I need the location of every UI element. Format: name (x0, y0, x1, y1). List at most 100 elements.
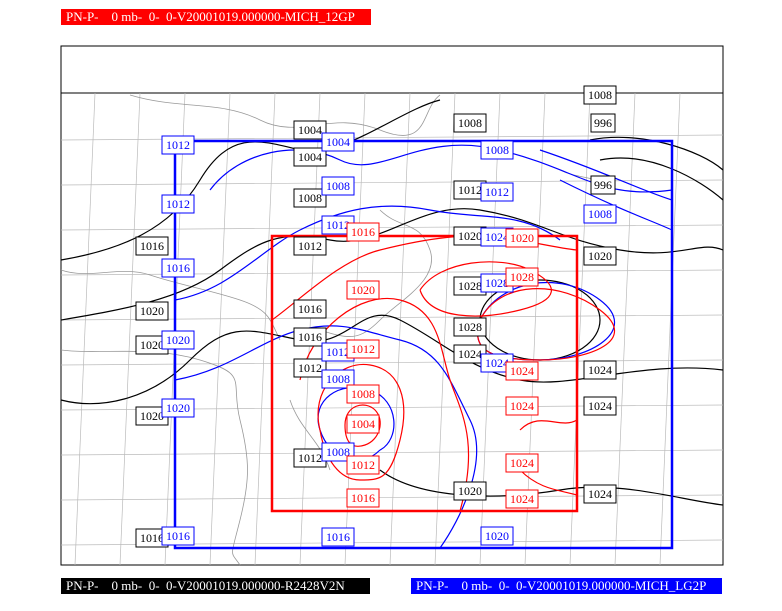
black-isobar-label: 1020 (453, 481, 487, 501)
label-box (293, 188, 327, 208)
red-isobar-label: 1012 (346, 339, 380, 359)
red-isobar-label: 1024 (505, 453, 539, 473)
blue-isobar-label: 1016 (321, 527, 355, 547)
black-isobar-label: 1024 (583, 396, 617, 416)
label-text: 1004 (298, 150, 322, 164)
label-box (505, 489, 539, 509)
blue-isobar-label: 1008 (321, 442, 355, 462)
label-box (505, 267, 539, 287)
label-box (293, 236, 327, 256)
label-text: 1012 (351, 458, 375, 472)
label-box (583, 204, 617, 224)
black-isobar-label: 1020 (453, 226, 487, 246)
label-text: 1016 (298, 330, 322, 344)
label-text: 1024 (510, 399, 534, 413)
label-text: 996 (594, 116, 612, 130)
label-text: 1008 (326, 372, 350, 386)
label-box (590, 113, 616, 133)
bottom-right-model-title: PN-P- 0 mb- 0- 0-V20001019.000000-MICH_L… (411, 578, 722, 594)
label-text: 1016 (166, 529, 190, 543)
black-isobar-label: 1020 (135, 406, 169, 426)
label-text: 1012 (298, 239, 322, 253)
black-isobar-label: 1024 (583, 484, 617, 504)
label-text: 1028 (458, 279, 482, 293)
label-text: 1012 (298, 451, 322, 465)
label-box (293, 299, 327, 319)
label-box (453, 481, 487, 501)
label-text: 1020 (458, 229, 482, 243)
grid-line (119, 92, 141, 566)
grid-line (434, 92, 456, 566)
label-box (453, 113, 487, 133)
label-box (346, 339, 380, 359)
black-isobar-label: 996 (590, 175, 616, 195)
label-text: 1012 (166, 197, 190, 211)
label-text: 1024 (588, 487, 612, 501)
red-isobar-label: 1028 (505, 267, 539, 287)
blue-isobar-label: 1024 (480, 353, 514, 373)
label-box (583, 246, 617, 266)
label-box (321, 527, 355, 547)
label-text: 1020 (166, 401, 190, 415)
label-text: 1004 (298, 123, 322, 137)
grid-line (60, 449, 724, 456)
black-isobar-label: 1016 (135, 236, 169, 256)
label-text: 1016 (298, 302, 322, 316)
blue-isobar-label: 1012 (161, 194, 195, 214)
label-text: 1016 (351, 225, 375, 239)
label-box (346, 384, 380, 404)
grid-line (60, 314, 724, 321)
label-text: 996 (594, 178, 612, 192)
label-box (583, 484, 617, 504)
label-text: 1008 (326, 179, 350, 193)
black-isobar-label: 1016 (293, 327, 327, 347)
label-box (161, 398, 195, 418)
label-box (590, 175, 616, 195)
grid-line (209, 92, 231, 566)
black-isobar-label: 1024 (583, 360, 617, 380)
label-box (161, 135, 195, 155)
label-text: 1008 (588, 88, 612, 102)
label-box (321, 176, 355, 196)
blue-isobar-label: 1016 (161, 258, 195, 278)
label-box (346, 455, 380, 475)
label-box (161, 526, 195, 546)
label-text: 1020 (351, 283, 375, 297)
label-text: 1004 (351, 417, 375, 431)
label-text: 1012 (166, 138, 190, 152)
bottom-left-model-title: PN-P- 0 mb- 0- 0-V20001019.000000-R2428V… (61, 578, 370, 594)
label-text: 1024 (510, 456, 534, 470)
label-text: 1020 (140, 338, 164, 352)
blue-isobar-label: 1012 (321, 215, 355, 235)
black-isobar-label: 1028 (453, 317, 487, 337)
label-box (293, 358, 327, 378)
red-isobar-label: 1024 (505, 489, 539, 509)
label-box (346, 222, 380, 242)
black-isobar-label: 1012 (293, 358, 327, 378)
red-isobar-label: 1008 (346, 384, 380, 404)
black-isobar-label: 1012 (293, 448, 327, 468)
label-text: 1020 (588, 249, 612, 263)
label-box (505, 453, 539, 473)
black-isobar-label: 1024 (453, 344, 487, 364)
label-text: 1016 (166, 261, 190, 275)
label-text: 1020 (510, 231, 534, 245)
blue-isobar-label: 1020 (161, 330, 195, 350)
black-isobar-label: 996 (590, 113, 616, 133)
label-text: 1016 (140, 531, 164, 545)
blue-isobar-label: 1016 (161, 526, 195, 546)
grid-line (659, 92, 681, 566)
label-text: 1012 (351, 342, 375, 356)
label-box (453, 317, 487, 337)
label-text: 1004 (326, 135, 350, 149)
label-box (480, 140, 514, 160)
label-box (480, 182, 514, 202)
red-isobar-label: 1004 (346, 414, 380, 434)
label-box (161, 194, 195, 214)
label-box (293, 120, 327, 140)
red-isobar-label: 1024 (505, 361, 539, 381)
label-text: 1024 (485, 356, 509, 370)
red-isobar-label: 1016 (346, 488, 380, 508)
grid-line (614, 92, 636, 566)
